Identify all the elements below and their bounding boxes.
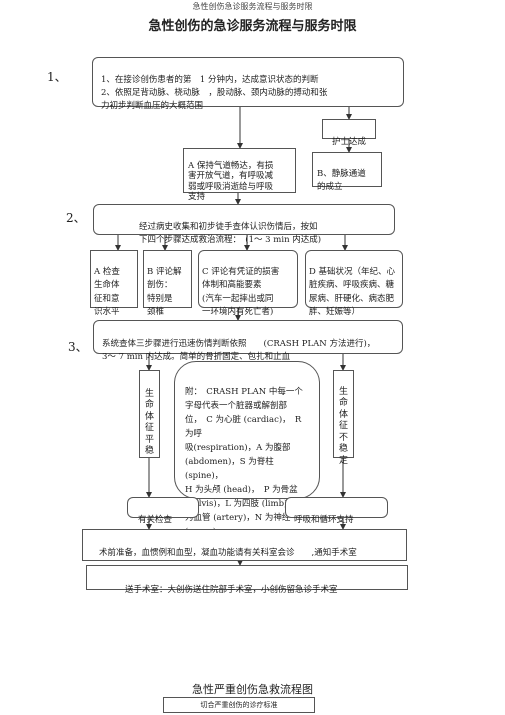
step3-text: 系统查体三步骤进行迅速伤情判断依照 (CRASH PLAN 方法进行)， 3～ … <box>102 339 376 362</box>
criteria-c-text: C 评论有凭证的损害 体制和高能要素 (汽车一起摔出或同 一环境内有死亡者) <box>202 266 280 318</box>
step2-box: 经过病史收集和初步徒手查体认识伤情后，按如 下四个步骤达成救治流程： (1～ 3… <box>93 204 395 245</box>
step3-box: 系统查体三步骤进行迅速伤情判断依照 (CRASH PLAN 方法进行)， 3～ … <box>93 320 403 362</box>
footer-subtitle: 切合严重创伤的诊疗标准 <box>200 701 278 709</box>
criteria-a-box: A 检查 生命体 征和意 识水平 <box>90 250 138 317</box>
airway-text: A 保持气道畅达，有损 害开放气道，有呼吸减 弱或呼吸消逝给与呼吸 支持 <box>188 160 274 203</box>
criteria-d-box: D 基础状况（年纪、心 脏疾病、呼吸疾病、糖 尿病、肝硬化、病态肥 胖、妊娠等） <box>305 250 403 317</box>
airway-box: A 保持气道畅达，有损 害开放气道，有呼吸减 弱或呼吸消逝给与呼吸 支持 <box>183 148 296 202</box>
preop-text: 术前准备，血惯例和血型，凝血功能请有关科室会诊 ,通知手术室 <box>99 548 357 558</box>
vitals-unstable-text: 生 命 体 征 不 稳 定 <box>338 386 348 466</box>
vitals-stable-text: 生 命 体 征 平 稳 <box>144 388 154 457</box>
vitals-stable-box: 生 命 体 征 平 稳 <box>139 370 160 458</box>
criteria-b-box: B 评论解 剖伤： 特别是 颈椎 <box>143 250 192 317</box>
nurse-box: 护士达成 <box>322 119 376 147</box>
criteria-d-text: D 基础状况（年纪、心 脏疾病、呼吸疾病、糖 尿病、肝硬化、病态肥 胖、妊娠等） <box>309 266 396 318</box>
support-box: 呼吸和循环支持 <box>285 497 388 525</box>
step2-text: 经过病史收集和初步徒手查体认识伤情后，按如 下四个步骤达成救治流程： (1～ 3… <box>139 222 322 245</box>
iv-access-text: B、静脉通道 的成立 <box>317 169 366 192</box>
step-label-3: 3、 <box>68 340 88 354</box>
exam-box: 有关检查 <box>127 497 199 525</box>
criteria-b-text: B 评论解 剖伤： 特别是 颈椎 <box>147 266 182 318</box>
criteria-a-text: A 检查 生命体 征和意 识水平 <box>94 266 120 318</box>
vitals-unstable-box: 生 命 体 征 不 稳 定 <box>333 370 354 466</box>
footer-subtitle-box: 切合严重创伤的诊疗标准 <box>163 697 315 713</box>
support-text: 呼吸和循环支持 <box>294 515 354 525</box>
criteria-c-box: C 评论有凭证的损害 体制和高能要素 (汽车一起摔出或同 一环境内有死亡者) <box>198 250 298 317</box>
crash-plan-note: 附： CRASH PLAN 中每一个 字母代表一个脏器或解剖部 位， C 为心脏… <box>174 361 320 537</box>
page-title: 急性创伤的急诊服务流程与服务时限 <box>148 19 357 34</box>
step1-text: 1、在接诊创伤患者的第 1 分钟内，达成意识状态的判断 2、依照足背动脉、桡动脉… <box>101 75 328 111</box>
operating-room-box: 送手术室：大创伤送住院部手术室，小创伤留急诊手术室 <box>86 565 408 595</box>
iv-access-box: B、静脉通道 的成立 <box>312 152 382 192</box>
step-label-1: 1、 <box>47 70 67 84</box>
header-title: 急性创伤急诊服务流程与服务时限 <box>192 2 313 11</box>
exam-text: 有关检查 <box>138 515 173 525</box>
footer-title: 急性严重创伤急救流程图 <box>192 683 313 696</box>
preop-box: 术前准备，血惯例和血型，凝血功能请有关科室会诊 ,通知手术室 <box>82 529 407 561</box>
operating-room-text: 送手术室：大创伤送住院部手术室，小创伤留急诊手术室 <box>125 585 338 595</box>
step-label-2: 2、 <box>66 211 86 225</box>
nurse-text: 护士达成 <box>331 137 366 147</box>
step1-box: 1、在接诊创伤患者的第 1 分钟内，达成意识状态的判断 2、依照足背动脉、桡动脉… <box>92 57 404 111</box>
